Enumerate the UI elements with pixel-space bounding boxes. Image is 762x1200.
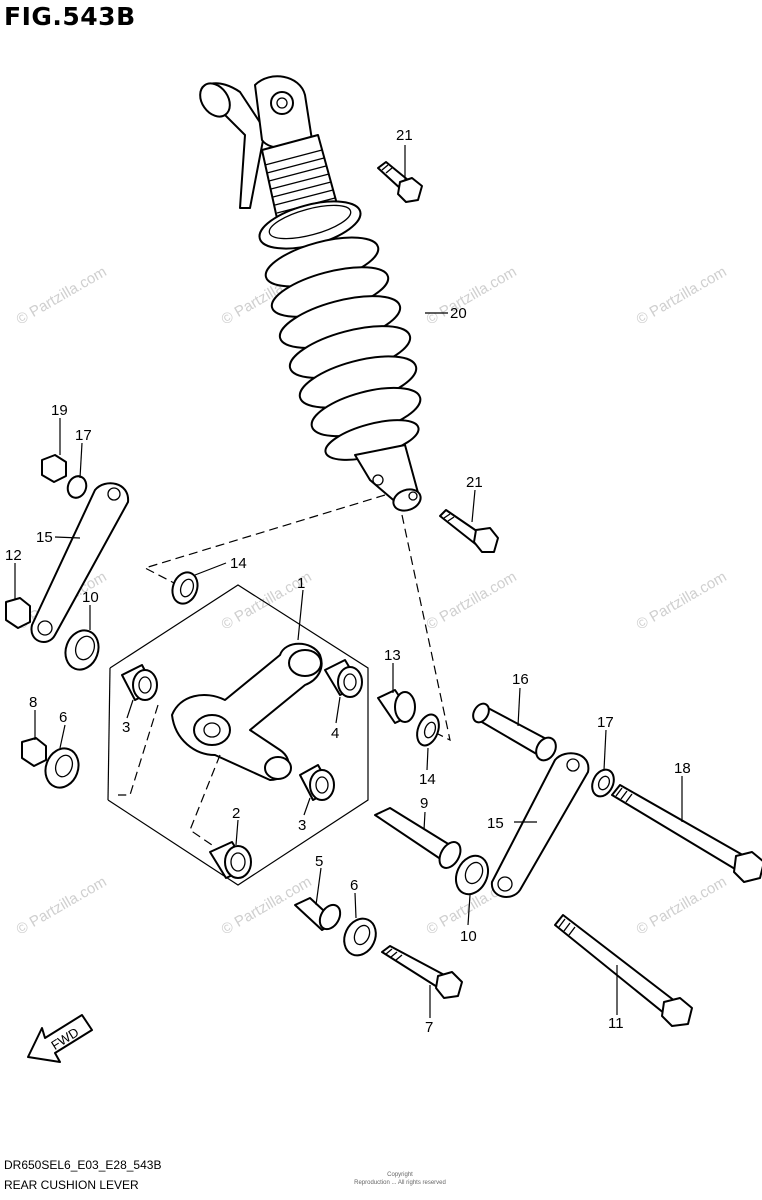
callout-14: 14 (230, 555, 247, 572)
callout-15b: 15 (487, 815, 504, 832)
watermark: © Partzilla.com (634, 873, 730, 938)
watermark: © Partzilla.com (634, 568, 730, 633)
callout-10: 10 (82, 589, 99, 606)
callout-6b: 6 (350, 877, 358, 894)
callout-4: 4 (331, 725, 339, 742)
watermark: © Partzilla.com (424, 263, 520, 328)
bolt-18 (611, 784, 762, 883)
leader-lines (14, 145, 683, 1018)
callout-8: 8 (29, 694, 37, 711)
collar-9-bush-10 (374, 807, 490, 896)
callout-17: 17 (75, 427, 92, 444)
watermark: © Partzilla.com (14, 263, 110, 328)
cushion-lever-box (107, 584, 369, 886)
callout-5: 5 (315, 853, 323, 870)
callout-9: 9 (420, 795, 428, 812)
right-rod-assembly (490, 752, 615, 898)
watermark: © Partzilla.com (424, 568, 520, 633)
bolt-21-upper (377, 161, 423, 203)
callout-11: 11 (608, 1015, 624, 1032)
bolt-21-lower (439, 509, 499, 553)
callout-1: 1 (297, 575, 305, 592)
forward-arrow-icon: FWD (27, 1014, 93, 1063)
callout-7: 7 (425, 1019, 433, 1036)
callout-20: 20 (450, 305, 467, 322)
fine-print: Copyright (387, 1172, 413, 1178)
callout-10b: 10 (460, 928, 477, 945)
figure-name: REAR CUSHION LEVER (4, 1178, 139, 1192)
spacer-14-top (171, 571, 199, 605)
callout-14b: 14 (419, 771, 436, 788)
fine-print: Reproduction ... All rights reserved (354, 1180, 446, 1186)
callout-17b: 17 (597, 714, 614, 731)
callout-16: 16 (512, 671, 529, 688)
watermark: © Partzilla.com (14, 873, 110, 938)
callout-13: 13 (384, 647, 401, 664)
rear-shock-absorber (199, 75, 422, 512)
figure-code: DR650SEL6_E03_E28_543B (4, 1158, 162, 1172)
nut-8-washer-6 (21, 737, 80, 789)
watermark: © Partzilla.com (634, 263, 730, 328)
callout-labels: 21 20 19 17 15 12 10 14 1 3 4 8 6 2 5 7 … (5, 127, 691, 1036)
callout-15: 15 (36, 529, 53, 546)
callout-12: 12 (5, 547, 22, 564)
callout-6: 6 (59, 709, 67, 726)
figure-title: FIG.543B (4, 2, 136, 31)
collar-5-washer-6 (294, 897, 377, 957)
callout-21: 21 (396, 127, 413, 144)
dash-line (143, 494, 386, 586)
pin-16 (472, 702, 557, 762)
callout-18: 18 (674, 760, 691, 777)
callout-3b: 3 (298, 817, 306, 834)
callout-19: 19 (51, 402, 68, 419)
bolt-11 (554, 914, 693, 1027)
left-rod-assembly (5, 454, 130, 671)
callout-21b: 21 (466, 474, 483, 491)
callout-2: 2 (232, 805, 240, 822)
callout-3: 3 (122, 719, 130, 736)
bolt-7 (381, 945, 463, 999)
sleeve-13-spacer-14 (377, 689, 440, 747)
